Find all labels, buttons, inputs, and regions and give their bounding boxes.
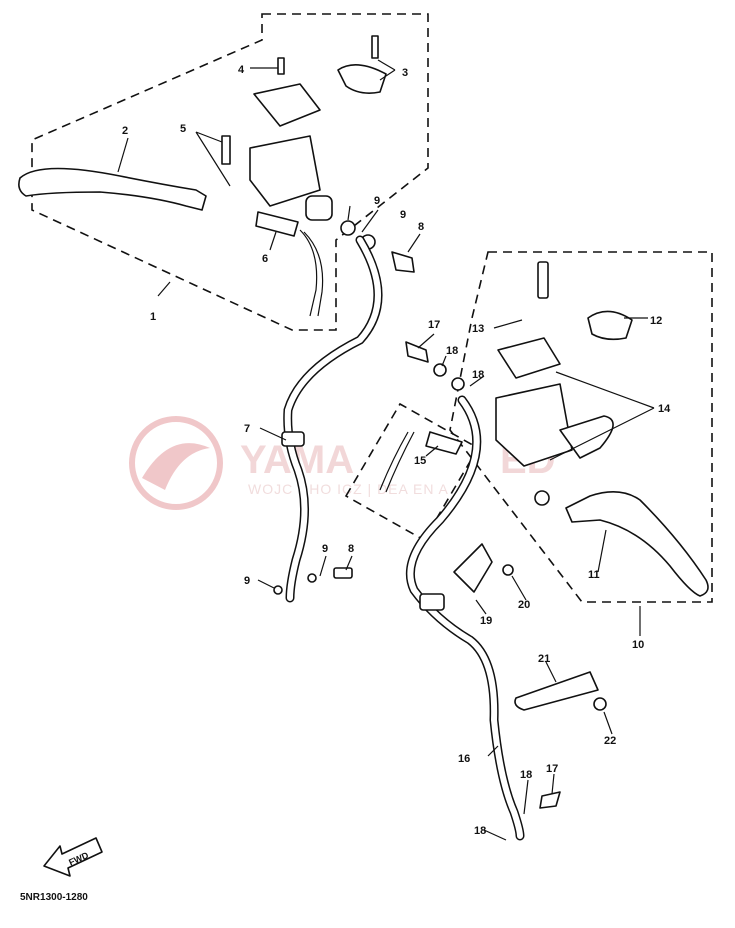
switch-wires [299, 229, 324, 317]
callout-21: 21 [538, 653, 550, 665]
bolt-22 [593, 697, 607, 711]
brake-hose-16 [405, 395, 561, 841]
callout-6: 6 [262, 253, 268, 265]
callout-20: 20 [518, 599, 530, 611]
callout-9-upper-b: 9 [400, 209, 406, 221]
banjo-bolt-17 [405, 341, 429, 363]
banjo-17-lower [539, 791, 561, 809]
callout-8-lower: 8 [348, 543, 354, 555]
bolt-5 [221, 135, 231, 165]
lever-11 [565, 491, 709, 597]
leader-lines [117, 59, 655, 841]
clamp-21 [514, 671, 599, 711]
group-1-outline [31, 13, 429, 331]
callout-22: 22 [604, 735, 616, 747]
watermark-logo-icon [129, 416, 223, 510]
callout-15: 15 [414, 455, 426, 467]
washer-18b [451, 377, 465, 391]
callout-9-lower-a: 9 [322, 543, 328, 555]
screw-4 [277, 57, 285, 75]
callout-9-lower-b: 9 [244, 575, 250, 587]
callout-9-upper-a: 9 [374, 195, 380, 207]
callout-18-upper-b: 18 [472, 369, 484, 381]
watermark-logo-swoosh [142, 443, 210, 490]
callout-11: 11 [588, 569, 600, 581]
callout-13: 13 [472, 323, 484, 335]
watermark: YAMA ED WOJC CHO ICZ | DEA EN A [129, 416, 556, 510]
left-master-cylinder-assembly [18, 35, 415, 317]
callout-8-upper: 8 [418, 221, 424, 233]
cylinder-outlet [305, 195, 333, 221]
cylinder-body-right [495, 383, 573, 467]
switch-15 [379, 431, 463, 493]
callout-18-upper-a: 18 [446, 345, 458, 357]
callout-17-lower: 17 [546, 763, 558, 775]
hose-fitting [281, 431, 305, 447]
callout-18-lower-a: 18 [520, 769, 532, 781]
hose-holder-19 [453, 543, 493, 593]
hose-fitting-16 [419, 593, 445, 611]
callout-1: 1 [150, 311, 156, 323]
washer-9c [273, 585, 283, 595]
right-master-cylinder-assembly [405, 261, 709, 597]
callout-3: 3 [402, 67, 408, 79]
bolt-3 [371, 35, 379, 59]
nut [534, 490, 550, 506]
bolt-14 [537, 261, 549, 299]
callout-12: 12 [650, 315, 662, 327]
reservoir-cap-13 [497, 337, 561, 379]
washer-18a [433, 363, 447, 377]
callout-16: 16 [458, 753, 470, 765]
callout-10: 10 [632, 639, 644, 651]
washer-9a [340, 220, 356, 236]
banjo-bolt-8 [391, 251, 415, 273]
switch-6 [255, 211, 299, 237]
fwd-arrow-icon: FWD [43, 837, 103, 877]
callout-14: 14 [658, 403, 671, 415]
cylinder-body [249, 135, 321, 207]
group-15-outline [344, 402, 480, 542]
clamp-12 [587, 310, 633, 341]
lever-2 [18, 167, 207, 211]
watermark-subline: WOJC CHO ICZ | DEA EN A [248, 481, 449, 497]
washer-9d [307, 573, 317, 583]
banjo-8-lower [333, 567, 353, 579]
callout-2: 2 [122, 125, 128, 137]
callout-7: 7 [244, 423, 250, 435]
callout-18-lower-b: 18 [474, 825, 486, 837]
callout-19: 19 [480, 615, 492, 627]
diagram-code: 5NR1300-1280 [20, 892, 88, 903]
reservoir-cap-4 [253, 83, 321, 127]
clamp-3 [337, 64, 387, 94]
callout-5: 5 [180, 123, 186, 135]
callout-17-upper: 17 [428, 319, 440, 331]
callout-4: 4 [238, 64, 245, 76]
bolt-20 [502, 564, 514, 576]
brake-hose-7 [273, 235, 383, 603]
